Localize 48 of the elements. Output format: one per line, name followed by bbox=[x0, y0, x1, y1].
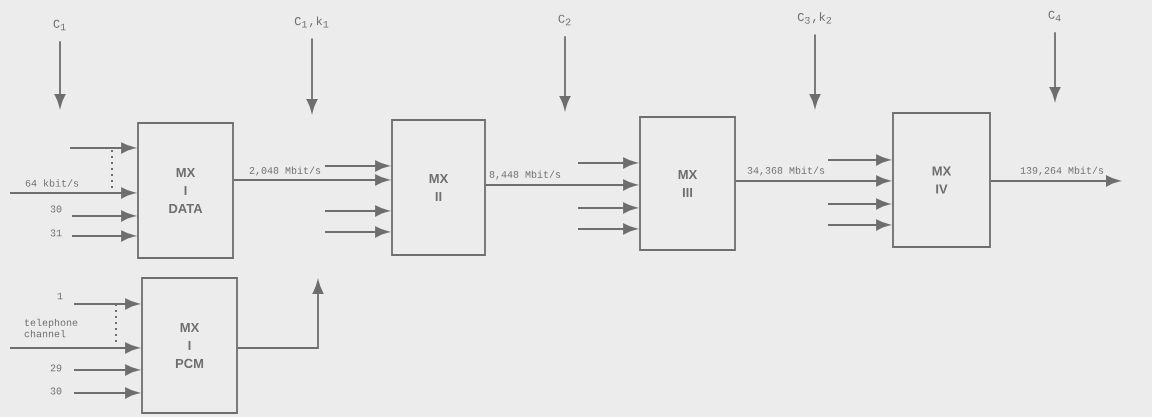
control-label: C$_{1}$,k$_{1}$ bbox=[294, 16, 329, 28]
arrow bbox=[237, 280, 324, 349]
edge-label: 8,448 Mbit/s bbox=[488, 169, 562, 181]
arrow bbox=[306, 37, 318, 113]
multiplexer-box: MX IV bbox=[892, 112, 991, 248]
arrow bbox=[54, 40, 66, 108]
arrow bbox=[324, 205, 389, 217]
arrow bbox=[827, 198, 890, 210]
edge-label: 30 bbox=[49, 386, 63, 396]
arrow bbox=[324, 160, 389, 172]
arrow bbox=[485, 179, 637, 191]
arrow bbox=[990, 175, 1120, 187]
edge-label: 30 bbox=[49, 204, 63, 214]
edge-label: 139,264 Mbit/s bbox=[1019, 165, 1105, 177]
arrow bbox=[827, 154, 890, 166]
arrow bbox=[827, 219, 890, 231]
arrow bbox=[73, 387, 139, 399]
arrow bbox=[73, 364, 139, 376]
arrow bbox=[9, 342, 139, 354]
edge-label: 1 bbox=[56, 291, 64, 301]
arrow bbox=[71, 230, 135, 242]
arrow bbox=[1049, 31, 1061, 101]
multiplexer-box: MX III bbox=[639, 116, 736, 251]
edge-label: 29 bbox=[49, 363, 63, 373]
control-label: C$_{2}$ bbox=[558, 14, 571, 26]
arrow bbox=[9, 187, 135, 199]
control-label: C$_{3}$,k$_{2}$ bbox=[797, 12, 832, 24]
control-label: C$_{1}$ bbox=[53, 19, 66, 31]
arrow bbox=[73, 298, 139, 310]
arrow bbox=[577, 202, 637, 214]
multiplexer-box: MX II bbox=[391, 119, 486, 256]
multiplexer-box: MX I DATA bbox=[137, 122, 234, 259]
arrow bbox=[559, 35, 571, 110]
edge-label: 2,048 Mbit/s bbox=[248, 165, 322, 177]
arrow bbox=[735, 175, 890, 187]
arrow bbox=[71, 210, 135, 222]
multiplexer-box: MX I PCM bbox=[141, 277, 238, 414]
control-label: C$_{4}$ bbox=[1048, 10, 1061, 22]
arrow bbox=[69, 142, 135, 154]
arrow bbox=[577, 223, 637, 235]
arrow bbox=[324, 226, 389, 238]
edge-label: 31 bbox=[49, 228, 63, 238]
edge-label: 64 kbit/s bbox=[24, 178, 80, 188]
arrow bbox=[233, 174, 389, 186]
edge-label: 34,368 Mbit/s bbox=[746, 165, 826, 177]
edge-label: telephone channel bbox=[23, 317, 85, 339]
arrow bbox=[577, 157, 637, 169]
arrow bbox=[809, 33, 821, 108]
